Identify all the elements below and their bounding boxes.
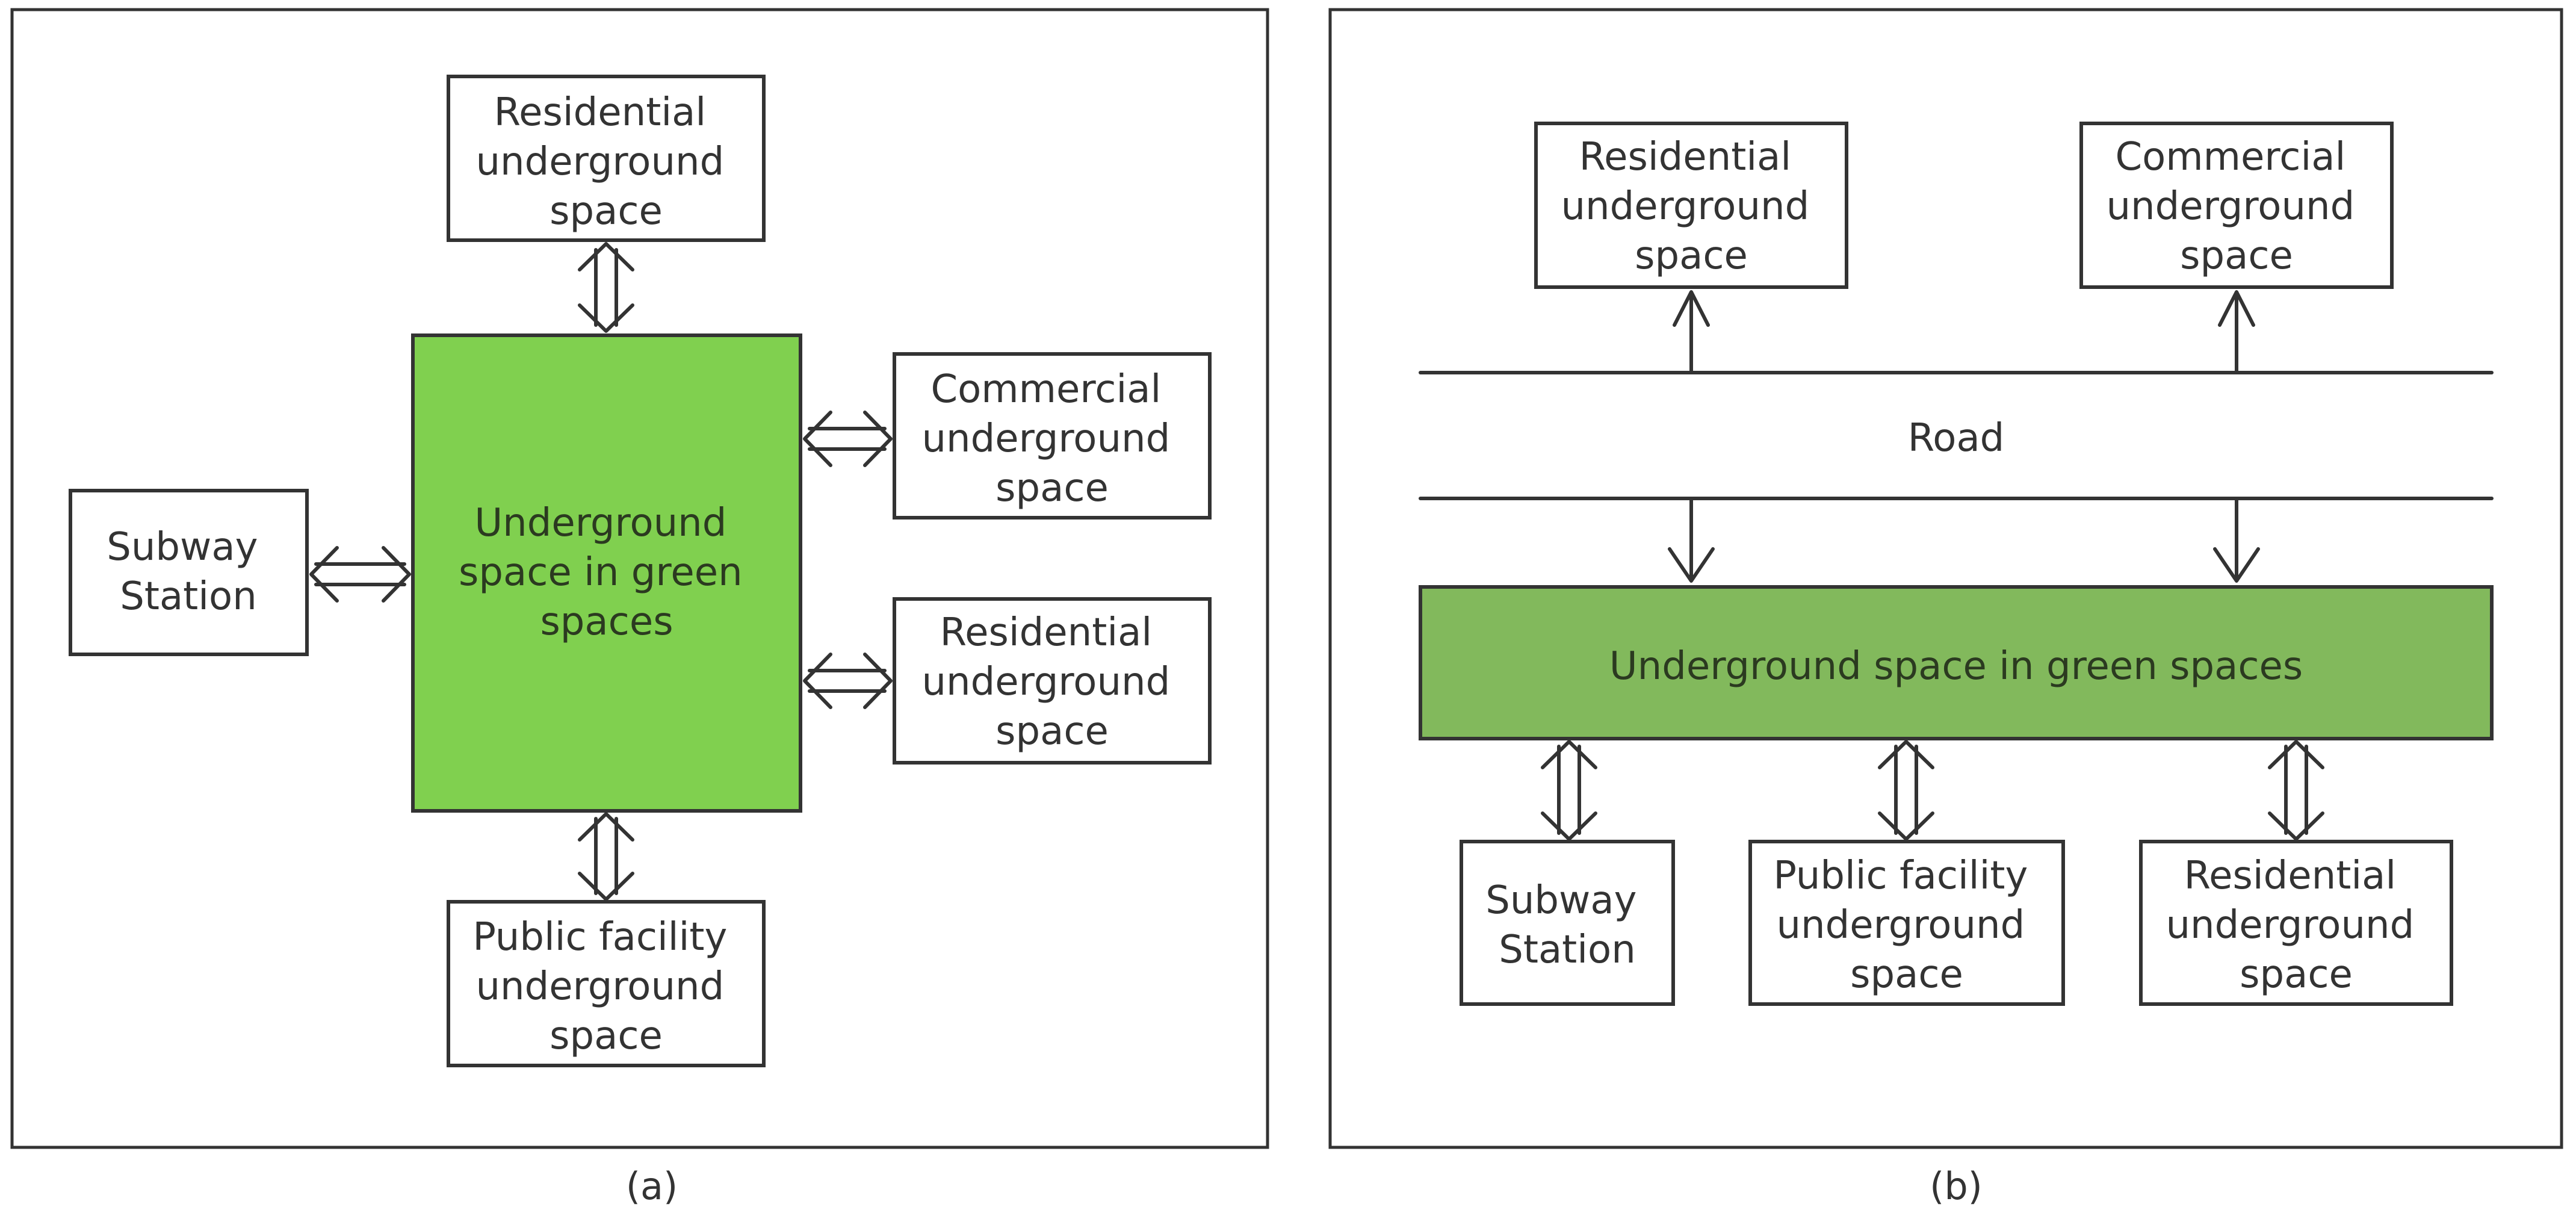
panel-b-bottom-right-box	[2139, 840, 2453, 1006]
panel-b-arrow-bottom-middle	[1878, 740, 1934, 841]
panel-b: Residential underground space Commercial…	[1328, 8, 2563, 1208]
panel-a-center-box	[411, 333, 802, 813]
panel-a-arrow-bottom	[578, 812, 634, 901]
panel-b-arrow-down-right	[2213, 498, 2260, 583]
panel-a-right-lower-box	[893, 597, 1212, 765]
panel-a: Underground space in green spaces Reside…	[10, 8, 1269, 1208]
panel-b-top-left-box	[1534, 122, 1848, 289]
panel-a-arrow-right-lower	[803, 653, 893, 709]
panel-b-bottom-left-box	[1460, 840, 1675, 1006]
panel-b-arrow-bottom-right	[2268, 740, 2324, 841]
panel-b-caption: (b)	[1930, 1164, 1983, 1208]
panel-a-caption: (a)	[626, 1164, 678, 1208]
panel-a-left-box	[69, 489, 309, 656]
panel-a-left-label: Subway Station	[107, 525, 270, 619]
panel-a-bottom-box	[447, 900, 766, 1067]
panel-b-top-right-box	[2079, 122, 2394, 289]
panel-a-arrow-right-upper	[803, 411, 893, 467]
panel-a-right-upper-box	[893, 352, 1212, 520]
panel-b-arrow-up-left	[1673, 290, 1710, 373]
panel-b-arrow-up-right	[2218, 290, 2255, 373]
panel-b-bottom-middle-box	[1748, 840, 2065, 1006]
panel-a-arrow-top	[578, 242, 634, 333]
panel-b-bottom-right-label: Residential underground space	[2166, 854, 2426, 997]
panel-a-right-lower-label: Residential underground space	[921, 610, 1182, 754]
panel-a-top-box	[447, 75, 766, 242]
panel-b-bottom-middle-label: Public facility underground space	[1773, 854, 2040, 997]
panel-b-center-label: Underground space in green spaces	[1609, 644, 2303, 689]
panel-a-arrow-left	[309, 546, 411, 603]
panel-b-top-right-label: Commercial underground space	[2106, 135, 2367, 278]
panel-a-bottom-label: Public facility underground space	[472, 915, 739, 1058]
panel-a-center-label: Underground space in green spaces	[459, 501, 755, 644]
panel-b-road-label: Road	[1908, 416, 2005, 461]
panel-b-arrow-bottom-left	[1541, 740, 1597, 841]
panel-a-top-label: Residential underground space	[475, 90, 736, 234]
panel-a-right-upper-label: Commercial underground space	[921, 367, 1182, 510]
panel-b-top-left-label: Residential underground space	[1561, 135, 1821, 278]
panel-b-center-box	[1419, 585, 2494, 740]
panel-b-arrow-down-left	[1668, 498, 1715, 583]
panel-b-bottom-left-label: Subway Station	[1485, 878, 1649, 972]
